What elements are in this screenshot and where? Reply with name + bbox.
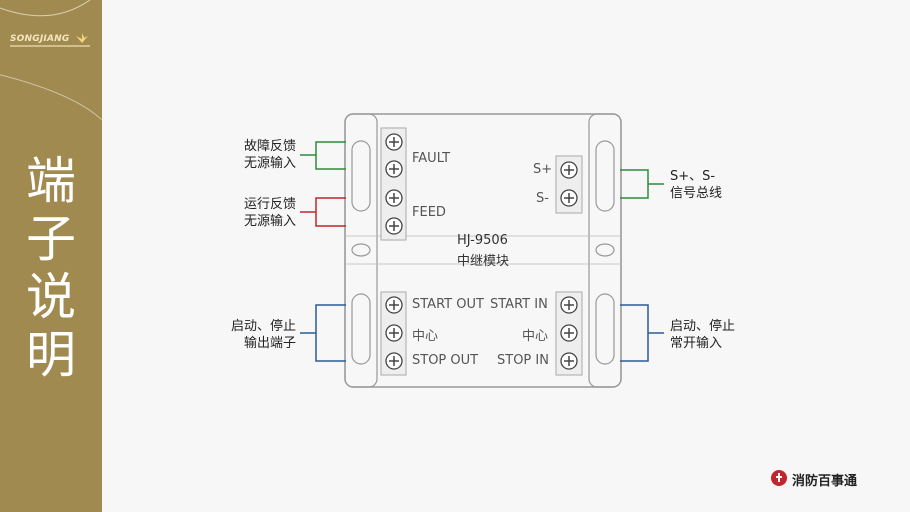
bus-label: S+、S- 信号总线: [670, 168, 722, 202]
bus-label-line2: 信号总线: [670, 186, 723, 201]
mount-slot: [595, 293, 615, 365]
terminal-label-center-left: 中心: [412, 329, 439, 344]
terminal-label-s-plus: S+: [533, 162, 553, 177]
device-model: HJ-9506: [457, 233, 508, 248]
fault-bracket: [300, 141, 346, 170]
mount-hole: [351, 243, 371, 257]
run-label-line2: 无源输入: [243, 214, 296, 229]
run-bracket: [300, 197, 346, 227]
input-label-line1: 启动、停止: [670, 319, 736, 334]
terminal-label-stop-out: STOP OUT: [412, 353, 479, 368]
logo-subline: [10, 45, 90, 47]
terminal-label-stop-in: STOP IN: [497, 353, 549, 368]
lotus-icon: [76, 33, 88, 43]
mount-slot: [351, 293, 371, 365]
terminal-label-start-out: START OUT: [412, 297, 484, 312]
input-bracket: [620, 304, 664, 362]
mount-hole: [595, 243, 615, 257]
mount-slot: [595, 140, 615, 212]
fault-label-line1: 故障反馈: [243, 139, 296, 154]
title-char: 子: [26, 210, 76, 268]
decorative-arcs: [0, 0, 102, 121]
terminal-label-center-right: 中心: [522, 329, 549, 344]
terminal-label-feed: FEED: [412, 205, 446, 220]
page-title: 端 子 说 明: [0, 152, 102, 384]
brand-logo-icon: [771, 470, 787, 486]
fault-label: 故障反馈 无源输入: [220, 138, 296, 172]
title-char: 端: [26, 152, 76, 210]
brand-name: 消防百事通: [792, 474, 858, 489]
terminal-label-s-minus: S-: [536, 191, 549, 206]
device-name: 中继模块: [457, 254, 510, 269]
output-bracket: [300, 304, 346, 362]
bus-label-line1: S+、S-: [670, 169, 716, 184]
run-label-line1: 运行反馈: [243, 197, 296, 212]
output-label-line2: 输出端子: [243, 336, 296, 351]
input-label-line2: 常开输入: [670, 336, 723, 351]
terminal-label-fault: FAULT: [412, 151, 451, 166]
title-char: 说: [26, 268, 76, 326]
mount-slot: [351, 140, 371, 212]
input-label: 启动、停止 常开输入: [670, 318, 735, 352]
right-panel: [588, 113, 622, 388]
run-label: 运行反馈 无源输入: [220, 196, 296, 230]
sidebar: SONGJIANG 端 子 说 明: [0, 0, 102, 512]
bus-bracket: [620, 169, 664, 199]
output-label: 启动、停止 输出端子: [210, 318, 296, 352]
title-char: 明: [26, 326, 76, 384]
company-logo: SONGJIANG: [10, 34, 70, 44]
left-panel: [344, 113, 378, 388]
output-label-line1: 启动、停止: [230, 319, 296, 334]
fault-label-line2: 无源输入: [243, 156, 296, 171]
terminal-label-start-in: START IN: [490, 297, 548, 312]
